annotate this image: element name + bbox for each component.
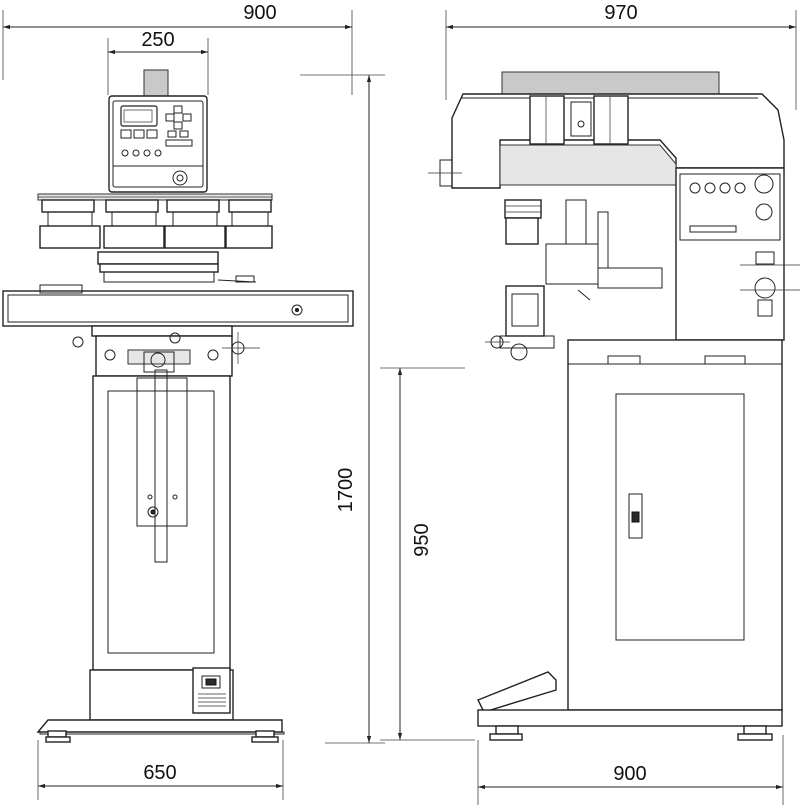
- vent-grille: [198, 693, 226, 707]
- dim-front-width: 900: [243, 2, 276, 24]
- dimension-labels: 900 250 970 360 650 900 1700 950: [141, 2, 646, 785]
- ink-cup-stations: [39, 199, 273, 249]
- dim-side-base-width: 900: [613, 763, 646, 785]
- dim-front-base-width: 650: [143, 762, 176, 784]
- dim-cabinet-height: 950: [411, 523, 433, 556]
- dim-side-top-width: 970: [604, 2, 637, 24]
- dimension-lines: [2, 10, 797, 805]
- dim-front-head-width: 250: [141, 29, 174, 51]
- side-view: [428, 71, 800, 741]
- front-view: [2, 69, 354, 743]
- dim-total-height: 1700: [335, 468, 357, 513]
